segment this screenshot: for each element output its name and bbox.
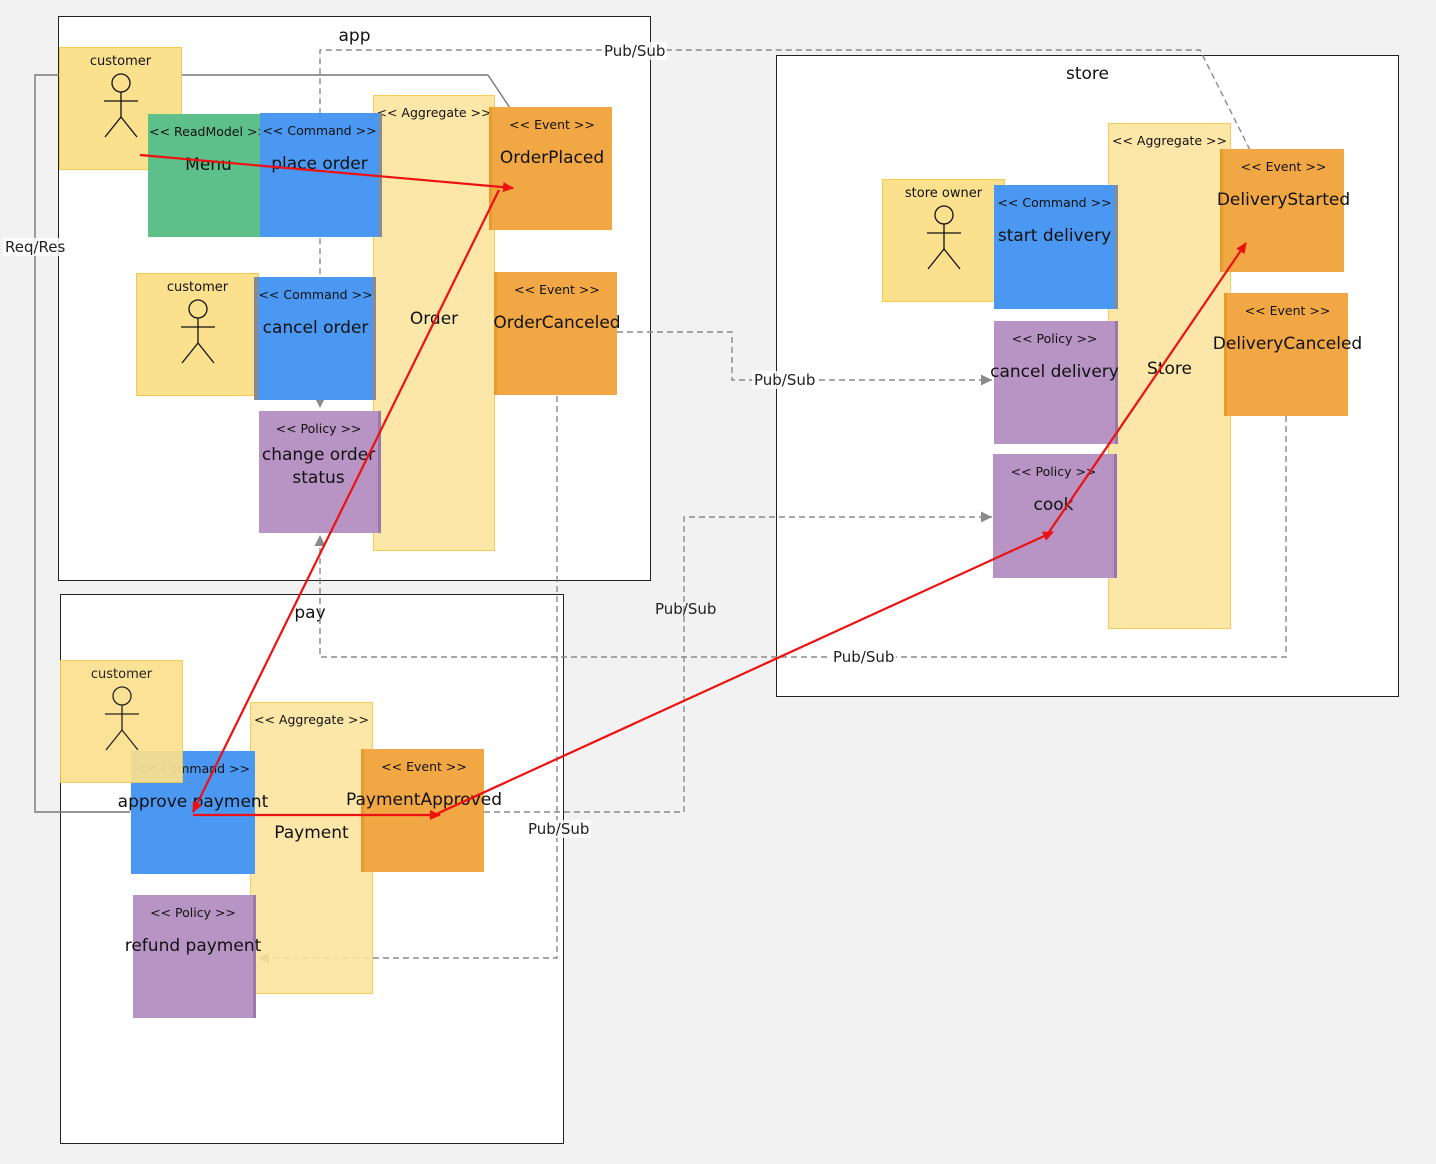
policy-stereotype: << Policy >> xyxy=(1010,464,1097,479)
command-start-delivery[interactable]: << Command >> start delivery xyxy=(994,185,1118,309)
flow-menu-to-orderplaced[interactable] xyxy=(139,153,514,193)
actor-store-owner[interactable]: store owner xyxy=(882,179,1005,302)
reqres-label: Req/Res xyxy=(3,238,68,256)
pubsub-top-label: Pub/Sub xyxy=(602,42,668,60)
pay-context-title: pay xyxy=(294,603,326,623)
policy-name: refund payment xyxy=(124,936,262,956)
pubsub-mid-line[interactable] xyxy=(484,511,992,813)
event-name: OrderPlaced xyxy=(499,148,605,168)
reqres-line[interactable] xyxy=(34,74,488,813)
event-delivery-canceled[interactable]: << Event >> DeliveryCanceled xyxy=(1213,293,1362,416)
event-name: DeliveryStarted xyxy=(1216,190,1351,210)
aggregate-payment[interactable]: << Aggregate >> Payment xyxy=(250,702,373,994)
event-order-canceled[interactable]: << Event >> OrderCanceled xyxy=(493,272,621,395)
event-order-placed[interactable]: << Event >> OrderPlaced xyxy=(489,107,612,230)
person-icon xyxy=(104,686,139,751)
event-name: DeliveryCanceled xyxy=(1212,334,1363,354)
command-name: start delivery xyxy=(997,226,1112,246)
event-stereotype: << Event >> xyxy=(381,759,467,774)
policy-name-line2: status xyxy=(292,468,345,488)
command-stereotype: << Command >> xyxy=(258,287,373,302)
event-stereotype: << Event >> xyxy=(1240,159,1327,174)
event-stereotype: << Event >> xyxy=(509,117,595,132)
policy-stereotype: << Policy >> xyxy=(150,905,236,920)
person-icon xyxy=(926,205,961,270)
app-context-title: app xyxy=(338,26,371,46)
aggregate-store[interactable]: << Aggregate >> Store xyxy=(1108,123,1231,629)
flow-cook-to-deliverystarted[interactable] xyxy=(1048,242,1247,533)
event-stereotype: << Event >> xyxy=(514,282,600,297)
policy-change-order-status[interactable]: << Policy >> change order status xyxy=(259,411,381,533)
pubsub-cancel-label: Pub/Sub xyxy=(752,371,818,389)
command-stereotype: << Command >> xyxy=(997,195,1112,210)
aggregate-stereotype: << Aggregate >> xyxy=(1111,133,1227,148)
pubsub-bottom-line[interactable] xyxy=(314,416,1287,658)
event-payment-approved[interactable]: << Event >> PaymentApproved xyxy=(346,749,502,872)
actor-customer-pay[interactable]: customer xyxy=(60,660,183,783)
actor-label: customer xyxy=(89,54,152,69)
actor-label: store owner xyxy=(904,186,983,201)
pubsub-pay-label: Pub/Sub xyxy=(526,820,592,838)
policy-stereotype: << Policy >> xyxy=(275,421,362,436)
aggregate-stereotype: << Aggregate >> xyxy=(253,712,369,727)
person-icon xyxy=(180,299,215,364)
policy-cancel-delivery[interactable]: << Policy >> cancel delivery xyxy=(990,321,1119,444)
aggregate-name: Store xyxy=(1147,359,1192,379)
pubsub-mid-label: Pub/Sub xyxy=(655,600,717,618)
aggregate-stereotype: << Aggregate >> xyxy=(376,105,492,120)
event-stereotype: << Event >> xyxy=(1244,303,1331,318)
command-cancel-order[interactable]: << Command >> cancel order xyxy=(254,277,376,400)
policy-name: cancel delivery xyxy=(990,362,1119,382)
aggregate-name: Payment xyxy=(274,823,349,843)
actor-label: customer xyxy=(166,280,229,295)
store-context-title: store xyxy=(1066,64,1109,84)
actor-customer-app-mid[interactable]: customer xyxy=(136,273,259,396)
flow-orderplaced-to-approve[interactable] xyxy=(192,189,500,813)
event-delivery-started[interactable]: << Event >> DeliveryStarted xyxy=(1217,149,1350,272)
policy-stereotype: << Policy >> xyxy=(1011,331,1098,346)
reqres-line-tail xyxy=(487,74,511,109)
flow-paymentapproved-to-cook[interactable] xyxy=(429,530,1054,819)
command-stereotype: << Command >> xyxy=(262,123,377,138)
aggregate-name: Order xyxy=(409,309,459,329)
person-icon xyxy=(103,73,138,138)
actor-label: customer xyxy=(90,667,153,682)
pubsub-cancel-line[interactable] xyxy=(617,331,992,386)
policy-refund-payment[interactable]: << Policy >> refund payment xyxy=(125,895,261,1018)
event-name: OrderCanceled xyxy=(493,313,621,333)
event-name: PaymentApproved xyxy=(346,790,502,810)
readmodel-stereotype: << ReadModel >> xyxy=(149,124,268,139)
command-name: cancel order xyxy=(262,318,369,338)
policy-cook[interactable]: << Policy >> cook xyxy=(993,454,1117,578)
policy-name-line1: change order xyxy=(261,445,376,465)
pubsub-bottom-label: Pub/Sub xyxy=(831,648,897,666)
